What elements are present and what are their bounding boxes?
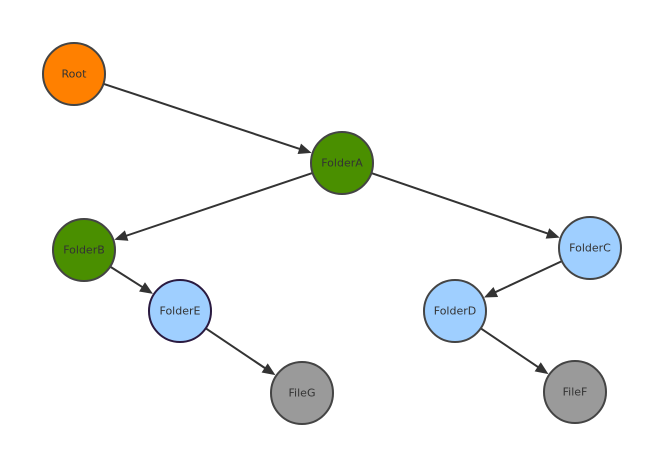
node-label: FolderC xyxy=(569,242,611,255)
arrowhead-icon xyxy=(534,362,549,375)
node-circle[interactable] xyxy=(148,279,212,343)
edges-layer xyxy=(103,82,563,376)
node-foldere[interactable]: FolderE xyxy=(148,279,212,343)
edge-folderc-to-folderd xyxy=(483,260,563,298)
edge-foldera-to-folderc xyxy=(371,172,560,239)
node-root[interactable]: Root xyxy=(42,42,106,106)
edge-root-to-foldera xyxy=(103,82,312,155)
node-circle[interactable] xyxy=(423,279,487,343)
edge-foldera-to-folderb xyxy=(114,171,313,241)
edge-line xyxy=(205,327,267,370)
node-folderb[interactable]: FolderB xyxy=(52,218,116,282)
edge-line xyxy=(493,260,563,294)
node-circle[interactable] xyxy=(270,361,334,425)
arrowhead-icon xyxy=(483,286,499,298)
node-circle[interactable] xyxy=(558,216,622,280)
node-foldera[interactable]: FolderA xyxy=(310,131,374,195)
edge-foldere-to-fileg xyxy=(205,327,276,376)
arrowhead-icon xyxy=(545,228,560,239)
edge-line xyxy=(480,327,540,369)
node-circle[interactable] xyxy=(42,42,106,106)
node-circle[interactable] xyxy=(52,218,116,282)
node-label: FolderA xyxy=(321,157,363,170)
edge-line xyxy=(371,172,550,236)
arrowhead-icon xyxy=(297,143,312,155)
arrowhead-icon xyxy=(139,282,153,294)
edge-line xyxy=(109,265,145,289)
node-folderd[interactable]: FolderD xyxy=(423,279,487,343)
node-label: FolderE xyxy=(160,305,201,318)
edge-folderd-to-filef xyxy=(480,327,549,375)
node-folderc[interactable]: FolderC xyxy=(558,216,622,280)
node-label: FolderB xyxy=(63,244,105,257)
node-label: Root xyxy=(62,68,88,81)
node-circle[interactable] xyxy=(543,360,607,424)
arrowhead-icon xyxy=(114,230,129,241)
node-filef[interactable]: FileF xyxy=(543,360,607,424)
edge-folderb-to-foldere xyxy=(109,265,153,294)
node-label: FileG xyxy=(289,387,316,400)
edge-line xyxy=(103,82,302,151)
node-circle[interactable] xyxy=(310,131,374,195)
arrowhead-icon xyxy=(261,363,276,376)
node-fileg[interactable]: FileG xyxy=(270,361,334,425)
edge-line xyxy=(124,171,313,238)
node-label: FolderD xyxy=(434,305,476,318)
node-label: FileF xyxy=(563,386,588,399)
